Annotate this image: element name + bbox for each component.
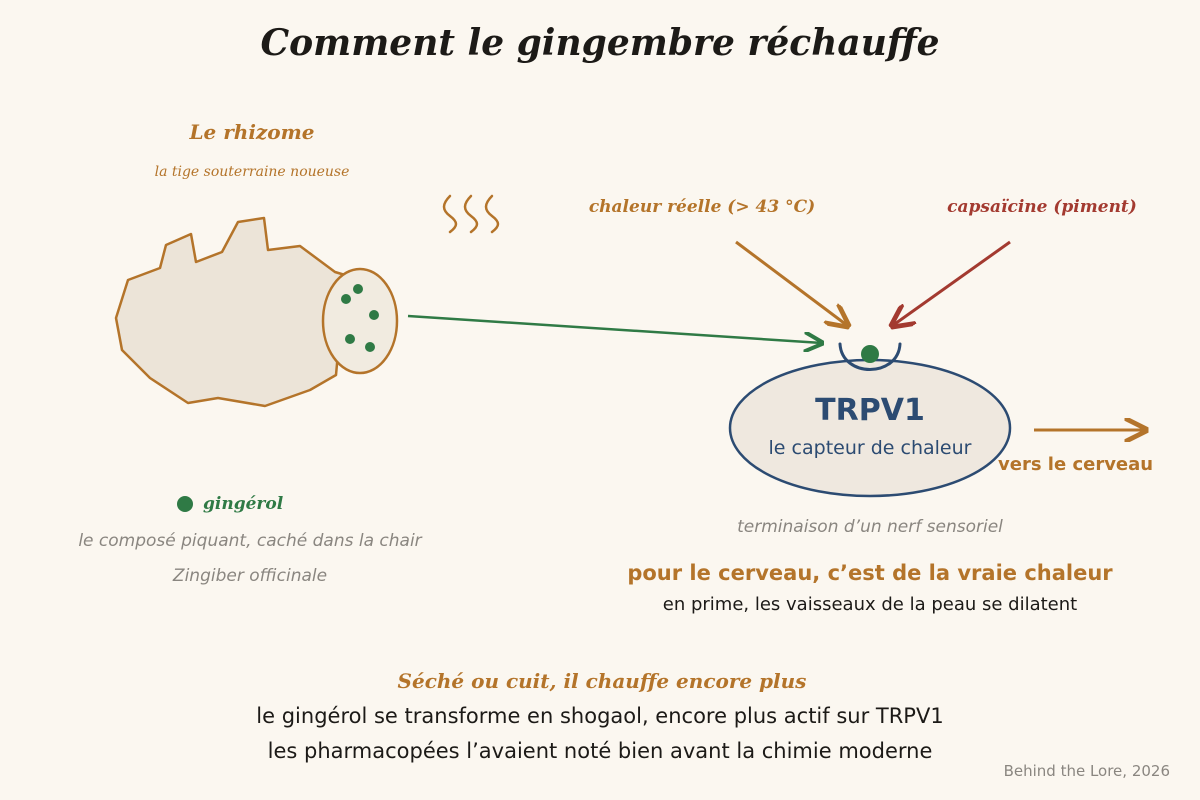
processing-line-2: les pharmacopées l’avaient noté bien ava… (267, 739, 933, 763)
gingerol-description: le composé piquant, caché dans la chair (78, 531, 422, 551)
result-headline: pour le cerveau, c’est de la vraie chale… (627, 561, 1113, 585)
rhizome-cut-face (321, 267, 399, 375)
heat-label: chaleur réelle (> 43 °C) (588, 197, 816, 217)
receptor-subtitle: le capteur de chaleur (768, 437, 972, 459)
rhizome-subtitle: la tige souterraine noueuse (154, 164, 350, 180)
capsaicin-arrow (892, 240, 1011, 326)
bound-gingerol-dot (861, 345, 879, 363)
gingerol-dot (353, 284, 363, 294)
gingerol-dot (345, 334, 355, 344)
processing-line-1: le gingérol se transforme en shogaol, en… (256, 704, 944, 728)
gingerol-dot (365, 342, 375, 352)
binding-site (838, 342, 902, 371)
nerve-caption: terminaison d’un nerf sensoriel (737, 517, 1003, 537)
gingerol-dot (341, 294, 351, 304)
to-brain-label: vers le cerveau (998, 454, 1154, 475)
gingerol-arrow (407, 314, 822, 343)
latin-name: Zingiber officinale (172, 566, 328, 586)
gingerol-dot (369, 310, 379, 320)
heat-waves-icon (442, 194, 500, 234)
receptor-name: TRPV1 (815, 393, 925, 428)
gingerol-legend-dot (177, 496, 193, 512)
rhizome-title: Le rhizome (189, 120, 315, 144)
capsaicin-label: capsaïcine (piment) (947, 197, 1137, 217)
result-detail: en prime, les vaisseaux de la peau se di… (662, 594, 1078, 615)
gingerol-label: gingérol (203, 494, 284, 514)
page-title: Comment le gingembre réchauffe (260, 22, 940, 64)
credit: Behind the Lore, 2026 (1003, 762, 1170, 780)
rhizome-body (114, 216, 347, 408)
heat-arrow (735, 240, 848, 326)
trpv1-receptor (728, 358, 1012, 498)
processing-headline: Séché ou cuit, il chauffe encore plus (397, 669, 807, 693)
